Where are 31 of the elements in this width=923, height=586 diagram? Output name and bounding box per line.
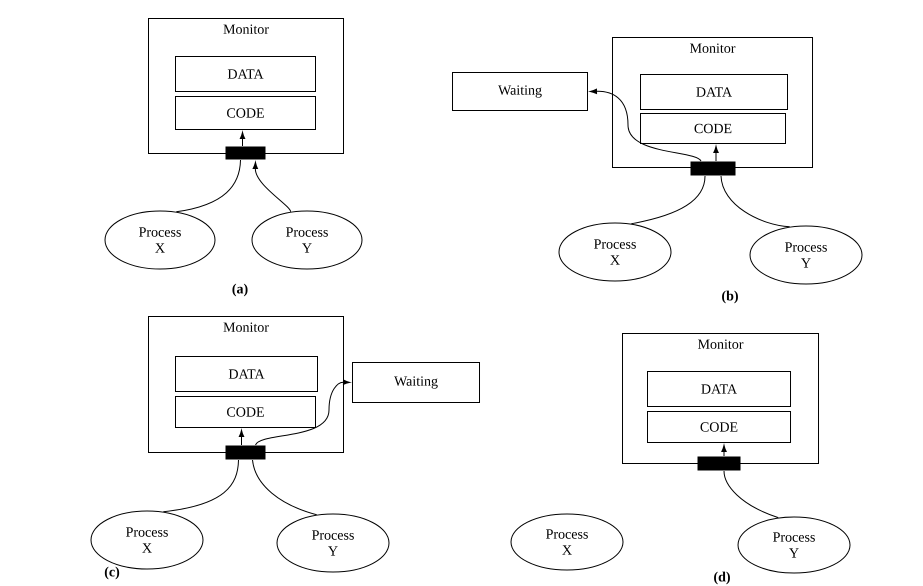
entry-bar	[226, 446, 266, 460]
connector-line	[176, 160, 241, 212]
arrow	[713, 146, 719, 162]
queue-box: Waiting	[352, 362, 480, 403]
entry-bar	[698, 456, 740, 470]
panel-label: (a)	[232, 284, 248, 296]
entry-bar	[226, 146, 266, 160]
panel-label: (b)	[722, 290, 738, 304]
section-box: DATA	[175, 356, 318, 392]
panel-label: (d)	[714, 572, 730, 584]
arrow	[590, 88, 702, 162]
panel-label: (c)	[104, 566, 120, 580]
arrow	[255, 380, 350, 446]
section-box: DATA	[647, 371, 792, 407]
section-box: CODE	[175, 396, 316, 428]
connector-line	[252, 460, 318, 516]
connector-line	[162, 460, 239, 512]
arrow	[238, 430, 244, 446]
connector-line	[720, 176, 790, 228]
queue-box: Waiting	[452, 72, 588, 111]
section-box: DATA	[175, 56, 316, 92]
arrow	[240, 132, 246, 146]
section-box: DATA	[640, 74, 788, 110]
connector-line	[724, 470, 779, 518]
section-box: CODE	[647, 411, 792, 443]
section-box: CODE	[640, 113, 786, 144]
arrow	[721, 444, 727, 456]
arrow	[252, 162, 292, 212]
entry-bar	[690, 162, 736, 176]
section-box: CODE	[175, 96, 316, 130]
connector-line	[630, 176, 706, 224]
